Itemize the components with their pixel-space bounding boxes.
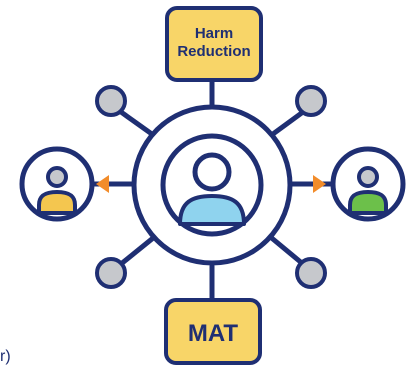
triangle-right-icon [313,175,326,193]
satellite-bottom-right [295,257,327,289]
satellite-bottom-left [95,257,127,289]
left-person-node [19,146,95,222]
person-icon [37,166,77,215]
mat-label: MAT [188,320,239,347]
triangle-left-icon [96,175,109,193]
right-person-body [348,190,388,215]
harm-reduction-box-shape [165,6,263,82]
central-hub [131,104,293,266]
right-person-head [357,166,379,188]
harm-reduction-box: Harm Reduction [165,6,263,82]
mat-box-shape [164,298,262,365]
center-person-head [192,152,232,192]
satellite-top-right [295,85,327,117]
person-icon [178,152,246,226]
harm-reduction-line-1: Harm [195,25,233,42]
satellite-top-left [95,85,127,117]
mat-box: MAT [164,298,262,365]
edge-text-fragment: r) [0,348,11,365]
left-person-head [46,166,68,188]
harm-reduction-line-2: Reduction [177,43,250,60]
left-person-body [37,190,77,215]
satellite-nodes [95,85,327,289]
person-icon [348,166,388,215]
center-person-body [178,194,246,226]
right-person-node [330,146,406,222]
